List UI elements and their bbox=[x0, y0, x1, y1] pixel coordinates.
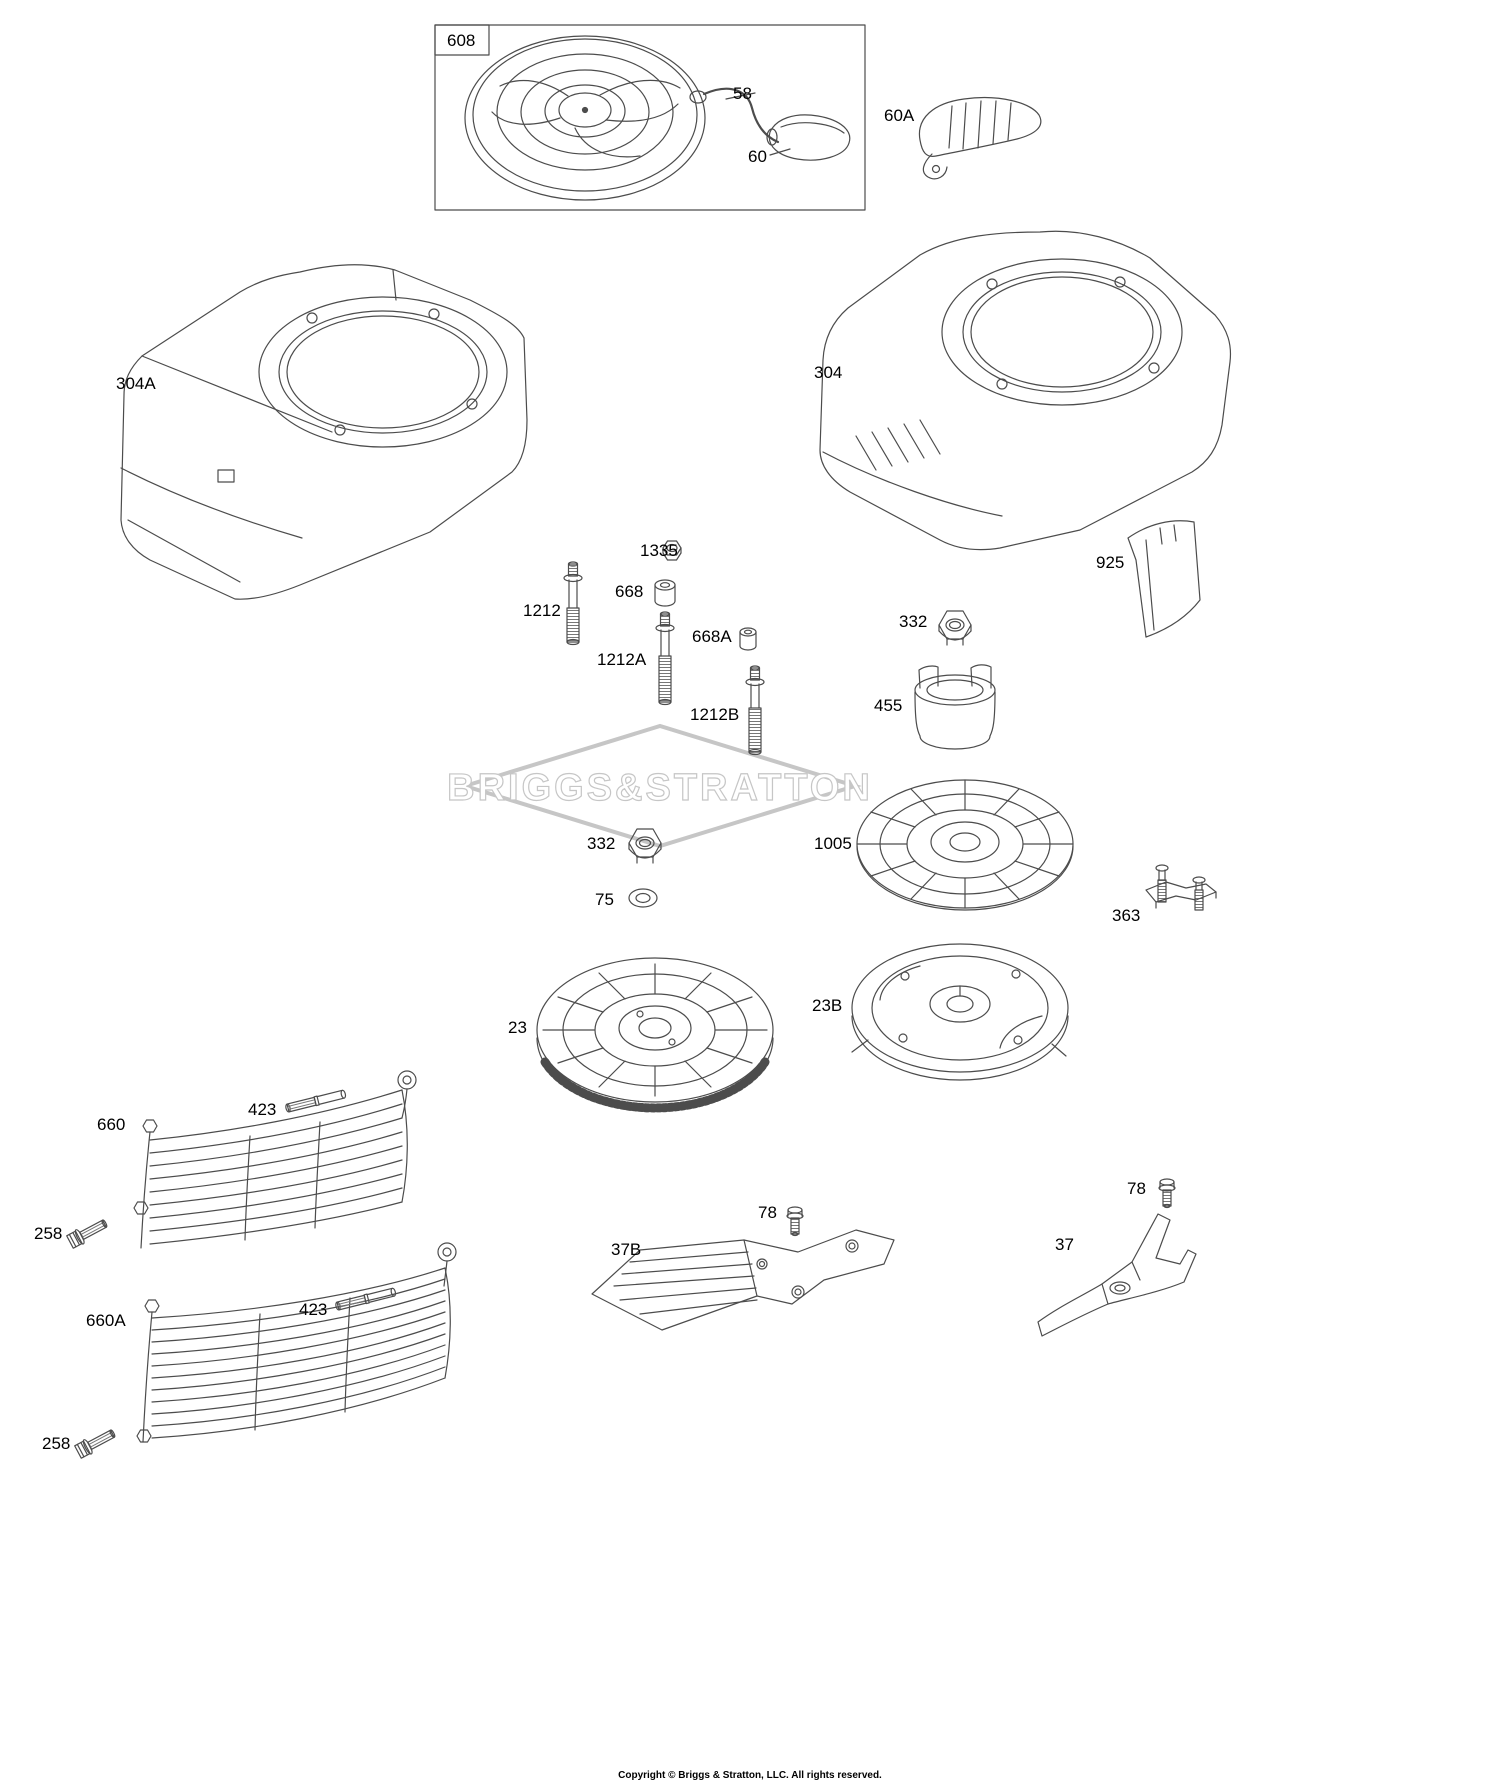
part-label-1335: 1335 bbox=[640, 541, 678, 560]
part-label-332-right: 332 bbox=[899, 612, 928, 631]
part-label-423-top: 423 bbox=[248, 1100, 277, 1119]
spacer-668-drawing bbox=[654, 579, 676, 607]
stud-423-top-drawing bbox=[285, 1089, 347, 1113]
part-label-37B: 37B bbox=[611, 1240, 642, 1259]
part-label-304A: 304A bbox=[116, 374, 156, 393]
nut-332-left-drawing bbox=[628, 828, 662, 864]
screw-78-center-drawing bbox=[786, 1206, 804, 1237]
part-label-660A: 660A bbox=[86, 1311, 126, 1330]
stud-423-bottom-drawing bbox=[335, 1287, 397, 1311]
part-label-60: 60 bbox=[748, 147, 767, 166]
blower-housing-304-drawing bbox=[819, 230, 1232, 551]
starter-cup-455-drawing bbox=[914, 664, 996, 750]
part-label-668: 668 bbox=[615, 582, 644, 601]
stud-1212-drawing bbox=[563, 561, 583, 646]
flywheel-23-drawing bbox=[536, 957, 774, 1113]
part-label-258-top: 258 bbox=[34, 1224, 63, 1243]
part-label-423-bottom: 423 bbox=[299, 1300, 328, 1319]
part-label-332-left: 332 bbox=[587, 834, 616, 853]
part-label-60A: 60A bbox=[884, 106, 915, 125]
part-label-23: 23 bbox=[508, 1018, 527, 1037]
part-label-455: 455 bbox=[874, 696, 903, 715]
part-label-660: 660 bbox=[97, 1115, 126, 1134]
spacer-668A-drawing bbox=[739, 627, 757, 651]
part-label-1005: 1005 bbox=[814, 834, 852, 853]
part-label-75: 75 bbox=[595, 890, 614, 909]
part-label-58: 58 bbox=[733, 84, 752, 103]
watermark-text: BRIGGS&STRATTON bbox=[447, 767, 873, 809]
guard-37-drawing bbox=[1037, 1213, 1197, 1337]
guard-37B-drawing bbox=[591, 1229, 895, 1331]
part-label-78-center: 78 bbox=[758, 1203, 777, 1222]
part-label-363: 363 bbox=[1112, 906, 1141, 925]
stud-1212B-drawing bbox=[745, 665, 765, 756]
rewind-starter-drawing bbox=[464, 35, 851, 201]
nut-332-right-drawing bbox=[938, 610, 972, 646]
debris-screen-660-drawing bbox=[133, 1070, 417, 1249]
bolt-258-bottom-drawing bbox=[74, 1429, 116, 1459]
part-label-668A: 668A bbox=[692, 627, 732, 646]
blower-housing-304A-drawing bbox=[120, 264, 528, 600]
part-label-304: 304 bbox=[814, 363, 843, 382]
part-label-1212: 1212 bbox=[523, 601, 561, 620]
washer-75-drawing bbox=[628, 888, 658, 908]
part-label-608: 608 bbox=[447, 31, 476, 50]
bolt-258-top-drawing bbox=[66, 1219, 108, 1249]
part-label-1212A: 1212A bbox=[597, 650, 647, 669]
part-label-78-right: 78 bbox=[1127, 1179, 1146, 1198]
part-label-1212B: 1212B bbox=[690, 705, 740, 724]
nut-1335-drawing bbox=[662, 540, 682, 561]
flywheel-fan-1005-drawing bbox=[856, 779, 1074, 911]
part-label-23B: 23B bbox=[812, 996, 843, 1015]
part-label-37: 37 bbox=[1055, 1235, 1074, 1254]
flywheel-23B-drawing bbox=[851, 943, 1069, 1081]
bracket-925-drawing bbox=[1127, 520, 1201, 638]
part-label-925: 925 bbox=[1096, 553, 1125, 572]
debris-screen-660A-drawing bbox=[136, 1242, 457, 1443]
brand-watermark: BRIGGS&STRATTON bbox=[447, 723, 873, 849]
anchor-363-drawing bbox=[1145, 864, 1217, 911]
copyright-footer: Copyright © Briggs & Stratton, LLC. All … bbox=[618, 1770, 882, 1781]
stud-1212A-drawing bbox=[655, 611, 675, 706]
starter-handle-60A-drawing bbox=[918, 96, 1042, 180]
screw-78-right-drawing bbox=[1158, 1178, 1176, 1209]
part-label-258-bottom: 258 bbox=[42, 1434, 71, 1453]
rewind-starter-box bbox=[434, 24, 866, 211]
